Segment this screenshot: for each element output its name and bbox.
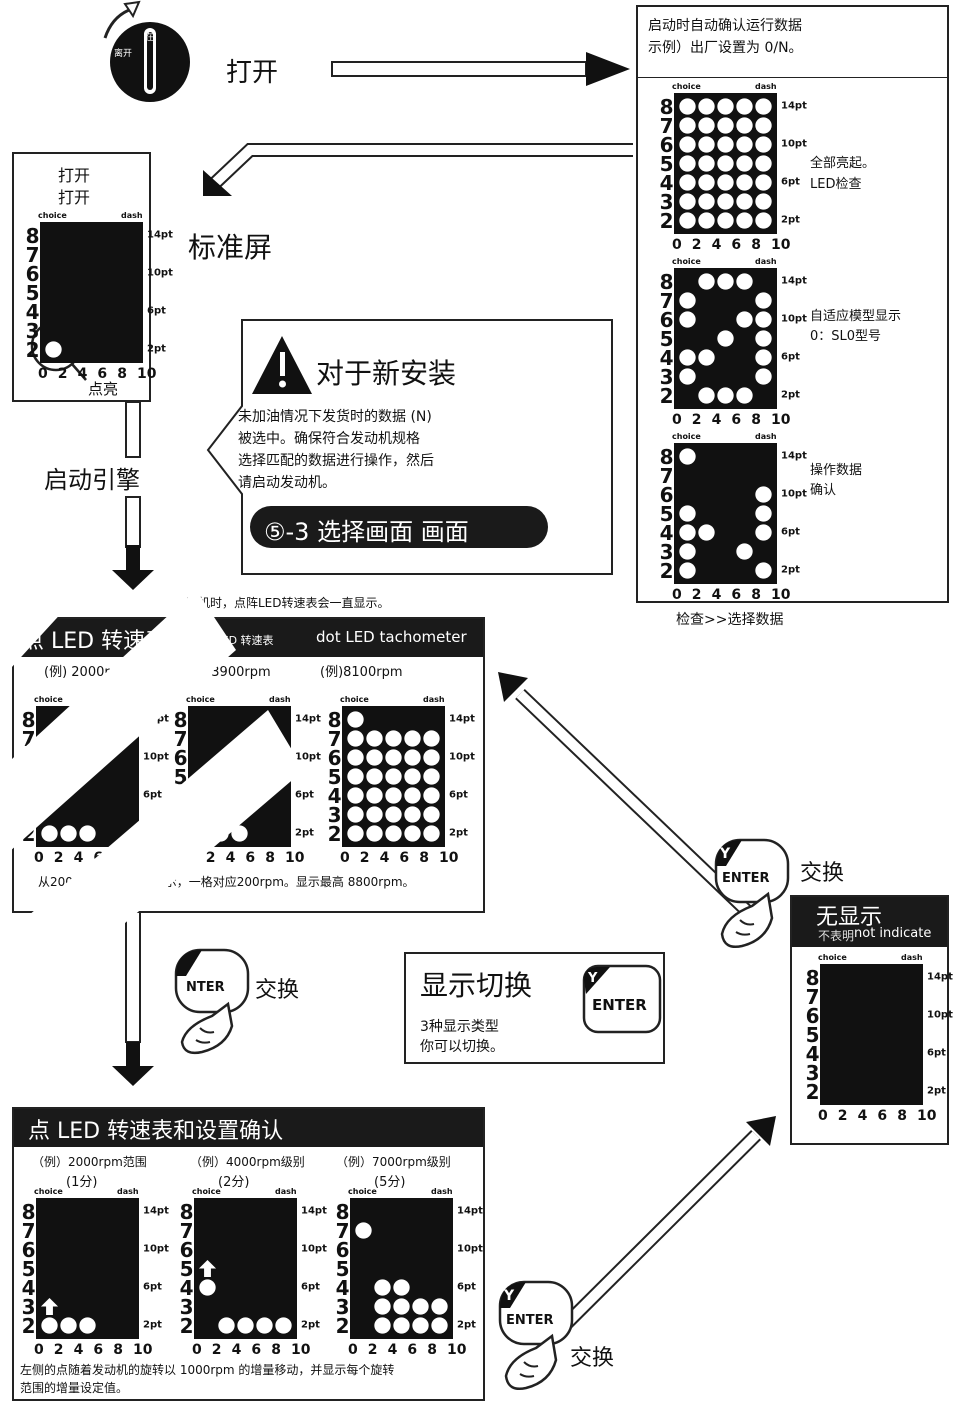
dot-tach-ex2: (例) 3900rpm [184,665,271,680]
display-switch-line1: 3种显示类型 [420,1019,499,1035]
confirm-line2: 示例）出厂设置为 0/N。 [648,40,803,56]
power-on-label: 打开 [226,58,279,88]
step1-line1: 全部亮起。 [810,156,876,171]
settings-footer1: 左侧的点随着发动机的旋转以 1000rpm 的增量移动，并显示每个旋转 [20,1363,395,1377]
dot-tach-caption: 开机时，点阵LED转速表会一直显示。 [186,596,390,610]
arrow-to-no-display [550,1116,776,1340]
settings-ex2b: (2分) [218,1175,250,1190]
confirm-line1: 启动时自动确认运行数据 [648,18,802,34]
display-switch-title: 显示切换 [420,969,533,1002]
enter-y-glyph: Y [503,1288,515,1304]
dot-tach-footer: 从2000rpm以上开始显示，一格对应200rpm。显示最高 8800rpm。 [38,875,415,889]
switch-off-label: 离开 [114,47,132,59]
switch-on-label: 在 [145,31,154,43]
dot-tach-ex1: (例) 2000rpm [44,665,131,680]
dot-tach-title-en: dot LED tachometer [316,628,467,646]
pill-label: ⑤-3 选择画面 画面 [264,518,469,546]
enter-text: ENTER [506,1313,554,1328]
arrow-to-dot-tach [498,672,753,918]
notice-body2: 被选中。确保符合发动机规格 [238,431,420,447]
divider [638,77,947,78]
swap-label-bottom: 交换 [570,1346,615,1371]
no-display-header: 无显示 不表明 not indicate [792,897,947,947]
step1-line2: LED检查 [810,177,862,192]
dot-tach-ex3: (例)8100rpm [320,665,403,680]
no-display-title: 无显示 [816,905,883,930]
enter-text: ENTER [722,871,770,886]
key-switch-icon[interactable]: 离开 在 [95,0,205,105]
standard-line1: 打开 [58,166,91,185]
enter-text: ENTER [592,996,647,1014]
step3-line2: 确认 [810,483,837,498]
start-engine-label: 启动引擎 [44,460,140,495]
notice-body4: 请启动发动机。 [238,475,336,491]
enter-button-right[interactable]: Y ENTER [712,836,798,954]
confirm-footer: 检查>>选择数据 [676,612,784,628]
no-display-en: not indicate [854,926,932,941]
step2-line1: 自适应模型显示 [810,309,902,324]
dot-tach-panel: 点 LED 转速表 点状 LED 转速表 dot LED tachometer … [12,617,485,913]
arrow-start-engine [112,401,154,590]
standard-line2: 打开 [58,188,91,207]
dot-tach-title-sub: 点状 LED 转速表 [190,634,274,647]
enter-button-display-switch[interactable]: Y ENTER [582,964,664,1036]
arrow-to-standard [203,143,633,196]
startup-confirm-panel: 启动时自动确认运行数据 示例）出厂设置为 0/N。 全部亮起。 LED检查 自适… [636,5,949,603]
arrow-to-settings [112,911,154,1086]
swap-label-middle: 交换 [255,978,300,1003]
settings-ex3b: (5分) [374,1175,406,1190]
enter-y-glyph: Y [719,846,731,862]
settings-header: 点 LED 转速表和设置确认 [14,1109,483,1147]
notice-body1: 未加油情况下发货时的数据 (N) [238,409,432,425]
lit-label: 点亮 [88,380,119,398]
notice-title: 对于新安装 [316,357,457,390]
settings-footer2: 范围的增量设定值。 [20,1381,129,1395]
enter-button-middle[interactable]: NTER [172,946,254,1058]
enter-button-bottom[interactable]: Y ENTER [496,1278,582,1396]
lit-highlight-circle [29,319,87,381]
dot-tach-title: 点 LED 转速表 [22,629,168,654]
step3-line1: 操作数据 [810,463,863,478]
settings-confirm-panel: 点 LED 转速表和设置确认 （例）2000rpm范围 (1分) （例）4000… [12,1107,485,1401]
display-switch-line2: 你可以切换。 [420,1039,504,1055]
settings-title: 点 LED 转速表和设置确认 [28,1119,284,1144]
enter-y-glyph: Y [587,971,598,986]
settings-ex2a: （例）4000rpm级别 [190,1155,305,1169]
settings-ex1b: (1分) [66,1175,98,1190]
arrow-to-confirm [331,52,630,86]
settings-ex1a: （例）2000rpm范围 [32,1155,147,1169]
enter-text-partial: NTER [186,980,225,995]
no-display-panel: 无显示 不表明 not indicate [790,895,949,1145]
no-display-sub: 不表明 [818,929,855,943]
swap-label-right: 交换 [800,861,845,886]
notice-body3: 选择匹配的数据进行操作，然后 [238,453,434,469]
settings-ex3a: （例）7000rpm级别 [336,1155,451,1169]
dot-tach-header: 点 LED 转速表 点状 LED 转速表 dot LED tachometer [14,619,483,657]
standard-screen-title: 标准屏 [188,231,273,264]
step2-line2: 0：SL0型号 [810,329,882,344]
select-screen-pill[interactable]: ⑤-3 选择画面 画面 [250,506,548,548]
